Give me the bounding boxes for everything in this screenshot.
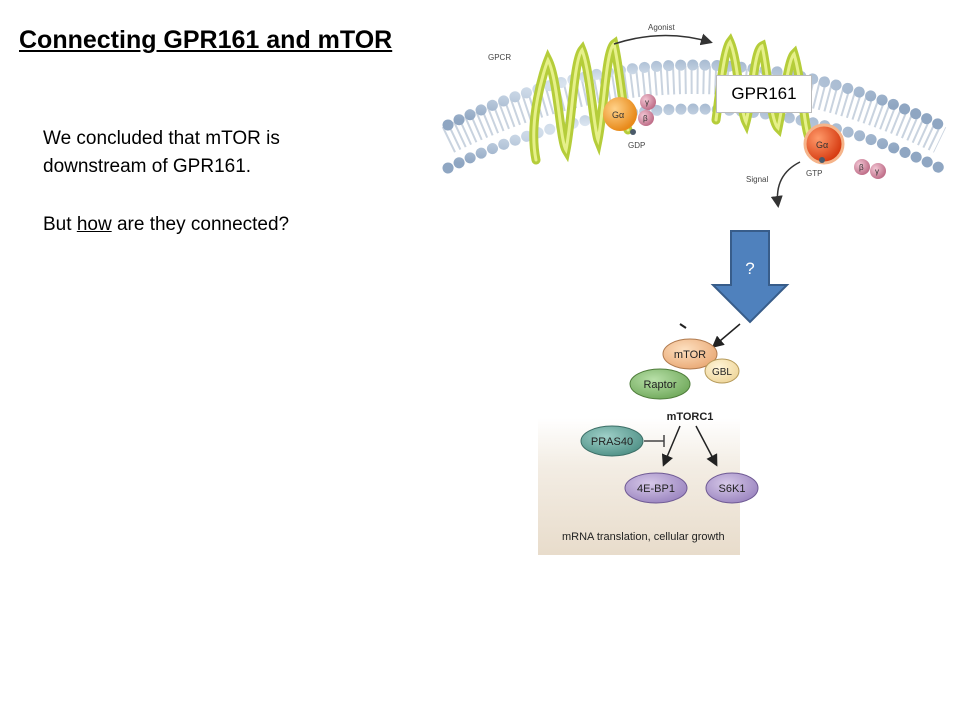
- galpha-active-label: Gα: [816, 140, 828, 150]
- arrow-to-4ebp1: [661, 425, 681, 467]
- raptor-node: [629, 368, 691, 400]
- beta-active-icon: [854, 159, 870, 175]
- gamma-inactive-icon: [640, 94, 656, 110]
- 4ebp1-node: [624, 472, 688, 504]
- pathway-caption: mRNA translation, cellular growth: [562, 531, 725, 543]
- gbl-label: GBL: [712, 367, 732, 378]
- raptor-label: Raptor: [643, 379, 676, 391]
- membrane-inner-heads: [442, 103, 946, 174]
- gpr161-label: GPR161: [716, 75, 812, 113]
- gtp-label: GTP: [806, 169, 822, 178]
- s6k1-node: [705, 472, 759, 504]
- incoming-arrow: [711, 323, 741, 348]
- slide-body: We concluded that mTOR is downstream of …: [43, 125, 373, 239]
- s6k1-label: S6K1: [719, 483, 746, 495]
- membrane-outer-heads: [442, 59, 946, 131]
- galpha-active-icon: [803, 123, 845, 165]
- slide-title: Connecting GPR161 and mTOR: [19, 26, 393, 54]
- signal-arrow: [770, 161, 801, 208]
- gpcr-helix-left: [529, 36, 633, 165]
- incoming-tick: [679, 323, 687, 329]
- gpcr-label: GPCR: [488, 53, 511, 62]
- gdp-label: GDP: [628, 141, 645, 150]
- connector-question-mark: ?: [745, 259, 755, 278]
- mtorc1-label: mTORC1: [667, 411, 714, 423]
- conclusion-text: We concluded that mTOR is downstream of …: [43, 128, 280, 177]
- gpcr-helix-right: [711, 33, 815, 145]
- arrow-to-s6k1: [695, 425, 718, 467]
- question-text: But how are they connected?: [43, 211, 373, 239]
- beta-inactive-icon: [638, 110, 654, 126]
- signal-label: Signal: [746, 175, 768, 184]
- question-emphasis: how: [76, 214, 112, 235]
- galpha-inactive-label: Gα: [612, 110, 624, 120]
- beta-active-label: β: [859, 163, 864, 172]
- lipid-tails: [441, 66, 947, 153]
- gtp-dot: [819, 157, 825, 163]
- gdp-dot: [630, 129, 636, 135]
- gamma-active-label: γ: [875, 167, 879, 176]
- question-suffix: are they connected?: [111, 214, 290, 235]
- inhibition-line: [644, 435, 665, 447]
- agonist-arrow: [613, 33, 713, 46]
- question-prefix: But: [43, 214, 77, 235]
- beta-inactive-label: β: [643, 114, 648, 123]
- down-arrow-icon: [710, 230, 790, 324]
- mtorc1-pathway-figure: mTOR GBL Raptor mTORC1 PRAS40 4E-BP1 S6K…: [538, 322, 759, 555]
- connector-arrow: ?: [710, 230, 790, 324]
- mtor-node: [662, 338, 718, 370]
- agonist-label: Agonist: [648, 23, 675, 32]
- mtor-label: mTOR: [674, 349, 706, 361]
- pras40-node: [580, 425, 644, 457]
- pras40-label: PRAS40: [591, 436, 633, 448]
- gbl-node: [704, 358, 740, 384]
- gamma-inactive-label: γ: [645, 98, 649, 107]
- galpha-inactive-icon: [603, 97, 637, 131]
- gpcr-membrane-figure: Agonist GPCR Gα γ β GDP Gα GTP β γ Signa…: [441, 23, 947, 208]
- 4ebp1-label: 4E-BP1: [637, 483, 675, 495]
- gamma-active-icon: [870, 163, 886, 179]
